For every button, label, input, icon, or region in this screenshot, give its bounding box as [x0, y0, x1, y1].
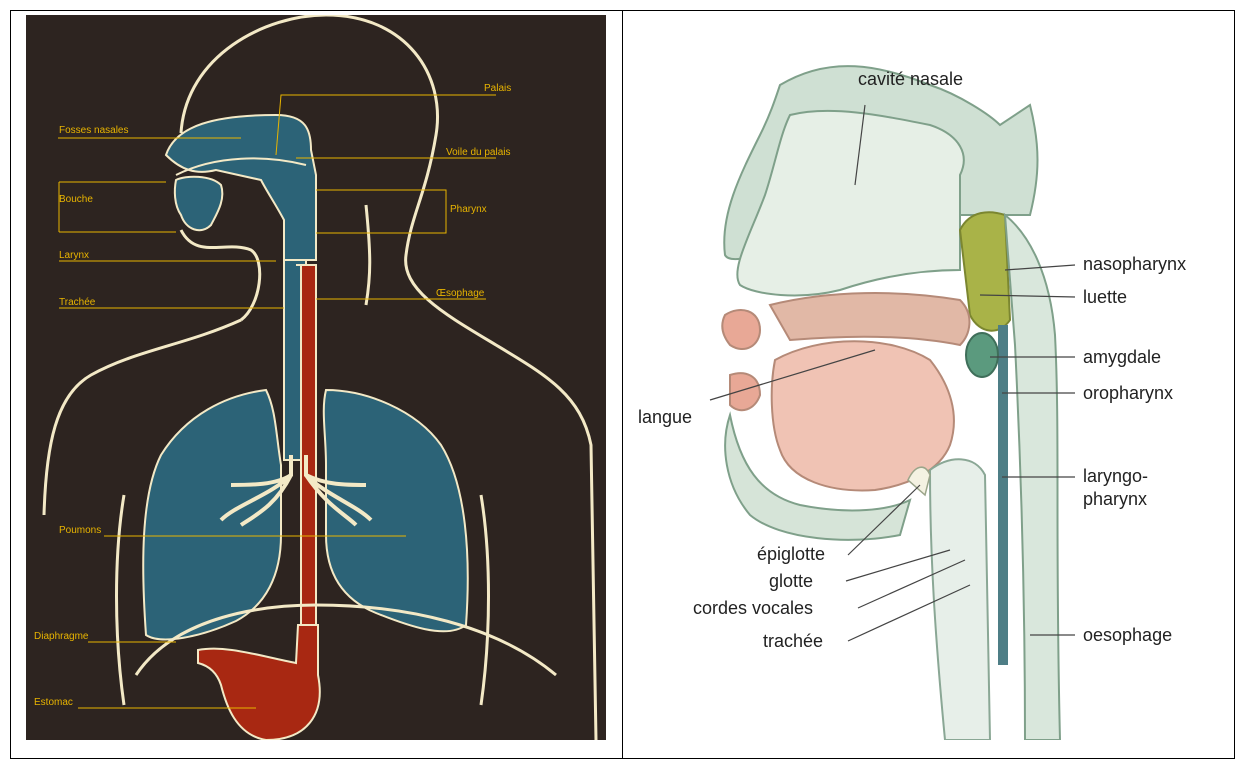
- jaw-outline: [181, 230, 260, 320]
- label-palais: Palais: [484, 83, 511, 94]
- label-trachee: trachée: [763, 631, 823, 651]
- head-section-svg: cavité nasale nasopharynx luette amygdal…: [630, 15, 1230, 740]
- tongue: [772, 341, 954, 490]
- label-oropharynx: oropharynx: [1083, 383, 1173, 403]
- respiratory-system-svg: Fosses nasales Bouche Larynx Trachée Pou…: [26, 15, 606, 740]
- label-amygdale: amygdale: [1083, 347, 1161, 367]
- left-lung: [143, 390, 281, 639]
- label-pharynx: Pharynx: [450, 204, 487, 215]
- pharynx-channel: [998, 325, 1008, 665]
- label-diaphragme: Diaphragme: [34, 631, 89, 642]
- label-glotte: glotte: [769, 571, 813, 591]
- soft-palate: [770, 293, 969, 345]
- respiratory-system-diagram: Fosses nasales Bouche Larynx Trachée Pou…: [26, 15, 606, 740]
- label-oesophage: Œsophage: [436, 288, 485, 299]
- label-laryngo-line1: laryngo-: [1083, 466, 1148, 486]
- column-divider: [622, 10, 623, 759]
- label-luette: luette: [1083, 287, 1127, 307]
- label-trachee: Trachée: [59, 297, 96, 308]
- label-voile-du-palais: Voile du palais: [446, 147, 511, 158]
- label-larynx: Larynx: [59, 250, 89, 261]
- label-cavite-nasale: cavité nasale: [858, 69, 963, 89]
- stomach: [198, 625, 320, 740]
- tonsil: [966, 333, 998, 377]
- label-oesophage: oesophage: [1083, 625, 1172, 645]
- label-cordes-vocales: cordes vocales: [693, 598, 813, 618]
- label-bouche: Bouche: [59, 194, 93, 205]
- head-sagittal-section-diagram: cavité nasale nasopharynx luette amygdal…: [630, 15, 1230, 740]
- label-poumons: Poumons: [59, 525, 101, 536]
- label-fosses-nasales: Fosses nasales: [59, 125, 128, 136]
- label-laryngo-line2: pharynx: [1083, 489, 1147, 509]
- right-rib-bracket: [481, 495, 489, 705]
- mouth-cavity: [175, 177, 223, 230]
- label-estomac: Estomac: [34, 697, 73, 708]
- back-neck-outline: [366, 205, 370, 305]
- right-lung: [324, 390, 468, 631]
- label-langue: langue: [638, 407, 692, 427]
- label-epiglotte: épiglotte: [757, 544, 825, 564]
- left-rib-bracket: [117, 495, 125, 705]
- label-nasopharynx: nasopharynx: [1083, 254, 1186, 274]
